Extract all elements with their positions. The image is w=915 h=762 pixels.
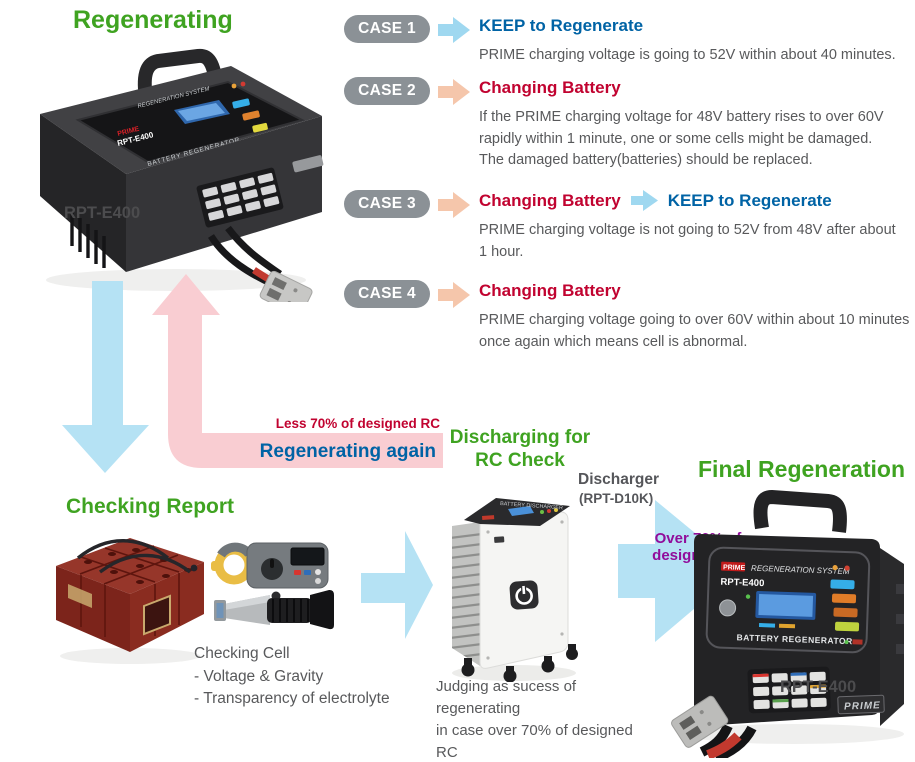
case-4-arrow-icon	[438, 282, 470, 308]
case-4-heading: Changing Battery	[479, 281, 621, 300]
loop-up-arrow-icon	[152, 274, 443, 468]
case-3-heading-2: KEEP to Regenerate	[667, 190, 832, 210]
case-2-badge: CASE 2	[344, 77, 430, 105]
refractometer-photo	[214, 589, 334, 630]
final-keypad	[747, 666, 831, 714]
case-1-arrow-icon	[438, 17, 470, 43]
battery-pack-photo	[56, 538, 204, 664]
regenerator-photo: REGENERATION SYSTEM PRIME RPT-E400 BATTE…	[40, 48, 324, 302]
clamp-meter-photo	[211, 542, 329, 589]
case-4-body: PRIME charging voltage going to over 60V…	[479, 312, 910, 350]
case-3-arrow-icon	[438, 192, 470, 218]
case-1-body: PRIME charging voltage is going to 52V w…	[479, 47, 896, 63]
power-icon	[509, 580, 539, 610]
final-regenerator-panel-label: BATTERY REGENERATOR	[736, 632, 853, 646]
less-rc-label: Less 70% of designed RC	[275, 416, 440, 431]
discharging-title-line-2: RC Check	[475, 450, 565, 471]
flow-down-arrow-icon	[62, 281, 149, 473]
checking-report-title: Checking Report	[66, 495, 235, 518]
final-regenerator-photo: PRIME REGENERATION SYSTEM RPT-E400 BATTE…	[671, 489, 904, 758]
case-3-body: PRIME charging voltage is not going to 5…	[479, 222, 896, 260]
case-4-badge: CASE 4	[344, 280, 430, 308]
discharger-model-label: (RPT-D10K)	[579, 491, 654, 506]
case-2-heading: Changing Battery	[479, 78, 621, 97]
final-battery-connector	[671, 695, 729, 748]
checking-cell-title: Checking Cell	[194, 645, 290, 662]
case-1-badge: CASE 1	[344, 15, 430, 43]
final-model-label: RPT-E400	[780, 678, 857, 696]
discharger-label: Discharger	[578, 471, 659, 488]
final-system-label: REGENERATION SYSTEM	[751, 564, 850, 576]
final-regeneration-title: Final Regeneration	[698, 456, 906, 482]
final-brand-label: PRIME	[723, 564, 746, 572]
case-2-body: If the PRIME charging voltage for 48V ba…	[479, 109, 884, 168]
discharger-panel-label: BATTERY DISCHARGER	[500, 501, 563, 511]
final-badge-label: PRIME	[844, 700, 881, 712]
final-model-panel-label: RPT-E400	[720, 577, 764, 590]
regenerating-title: Regenerating	[73, 6, 233, 34]
case-3-keep-arrow-icon	[630, 190, 658, 211]
regenerating-again-label: Regenerating again	[259, 441, 436, 462]
discharger-photo: BATTERY DISCHARGER	[452, 498, 578, 682]
discharging-title-line-1: Discharging for	[449, 427, 591, 448]
regenerator-model-label: RPT-E400	[64, 204, 141, 222]
case-2-arrow-icon	[438, 79, 470, 105]
checking-to-discharging-arrow-icon	[361, 531, 433, 639]
case-3-badge: CASE 3	[344, 190, 430, 218]
checking-cell-item-2: - Transparency of electrolyte	[194, 690, 390, 707]
case-3-heading: Changing Battery	[479, 190, 621, 210]
judging-note: Judging as sucess of regenerating in cas…	[436, 678, 633, 761]
over-rc-arrow-icon	[618, 500, 740, 642]
case-1-heading: KEEP to Regenerate	[479, 16, 644, 35]
battery-connector	[259, 270, 313, 302]
keypad	[196, 167, 284, 228]
checking-cell-item-1: - Voltage & Gravity	[194, 667, 324, 685]
